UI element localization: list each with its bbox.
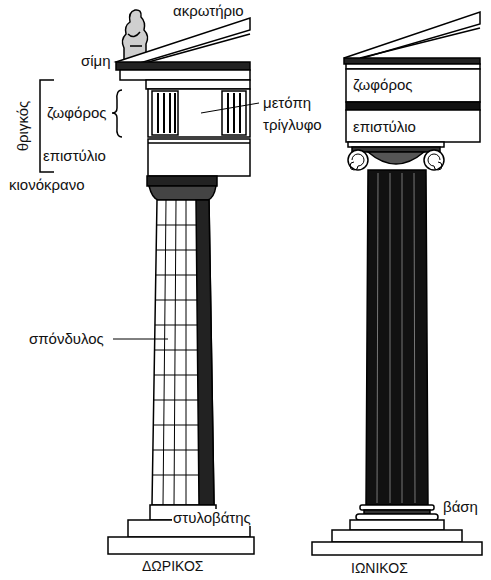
stylobate-step: [312, 542, 482, 555]
shaft-fluting: [163, 200, 186, 505]
triglyph: [152, 91, 178, 135]
base-torus: [356, 514, 438, 520]
cornice-soffit: [120, 70, 250, 80]
volute-spiral: [428, 154, 442, 170]
part-label: επιστύλιο: [352, 118, 417, 135]
cornice-band: [344, 58, 480, 64]
statue-detail: [128, 32, 142, 46]
raking-cornice: [116, 18, 250, 66]
ionic-frieze: [346, 69, 480, 102]
triglyph-grooves: [158, 93, 175, 133]
stylobate-step: [332, 530, 462, 542]
drum-joints: [153, 225, 199, 475]
triglyph-grooves: [228, 93, 240, 133]
ionic-order: [312, 12, 482, 555]
part-label: επιστύλιο: [42, 147, 107, 164]
part-label: θριγκός: [14, 100, 31, 153]
echinus: [149, 186, 216, 200]
raking-cornice: [344, 12, 480, 60]
abacus: [147, 176, 217, 186]
frieze-moulding: [346, 102, 480, 110]
part-label: ζωφόρος: [352, 76, 414, 93]
part-label: σπόνδυλος: [28, 330, 105, 347]
shaft-shadow: [196, 200, 214, 505]
part-label: βάση: [442, 498, 479, 515]
doric-order: [108, 10, 254, 554]
part-label: στυλοβάτης: [172, 509, 252, 526]
shaft-fluting: [377, 173, 415, 503]
part-label: ζωφόρος: [46, 104, 108, 121]
stylobate-step: [108, 537, 254, 554]
order-name: ΙΩΝΙΚΟΣ: [350, 560, 409, 577]
doric-shaft: [152, 200, 214, 505]
doric-callouts: [40, 80, 259, 339]
volute-spiral: [350, 154, 364, 170]
stylobate-step: [350, 520, 444, 530]
tympanum-line: [134, 34, 250, 66]
volute: [424, 150, 444, 170]
taenia-line: [148, 142, 250, 144]
doric-frieze: [148, 89, 250, 137]
cornice-band: [116, 62, 250, 70]
leader-line: [113, 339, 168, 340]
part-label: ακρωτήριο: [172, 2, 245, 19]
leader-line: [201, 103, 259, 113]
echinus: [368, 152, 424, 164]
part-label: τρίγλυφο: [262, 116, 323, 133]
order-name: ΔΩΡΙΚΟΣ: [141, 558, 205, 575]
tympanum-line: [360, 28, 480, 58]
volute: [348, 150, 368, 170]
cornice-fascia: [146, 80, 250, 89]
part-label: σίμη: [80, 52, 112, 69]
ionic-shaft: [366, 170, 428, 505]
ionic-architrave: [346, 110, 480, 142]
triglyph: [222, 91, 246, 135]
doric-architrave: [148, 139, 250, 176]
part-label: μετόπη: [262, 94, 312, 111]
part-label: κιονόκρανο: [8, 176, 86, 193]
frieze-brace: [112, 90, 122, 137]
